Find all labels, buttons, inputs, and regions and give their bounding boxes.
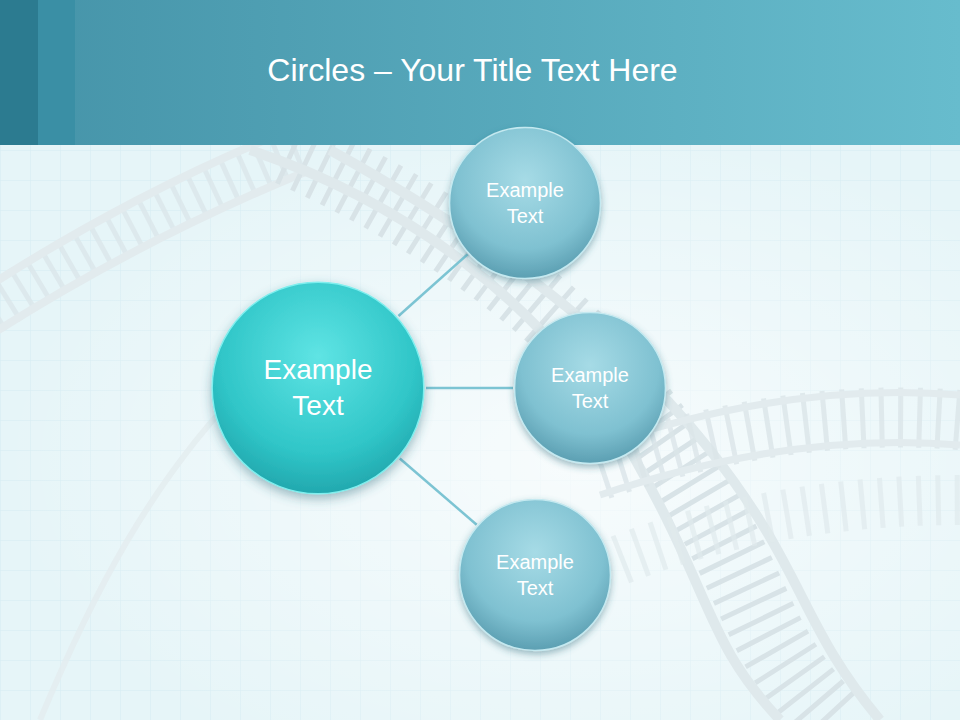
- circle-label: Example Text: [251, 352, 386, 424]
- circle-label: Example Text: [542, 362, 638, 414]
- circle-shape: [448, 126, 602, 280]
- item-circle: Example Text: [513, 311, 667, 465]
- circle-label: Example Text: [487, 549, 583, 601]
- slide-title: Circles – Your Title Text Here: [75, 50, 870, 90]
- circle-label-box: Example Text: [477, 177, 573, 229]
- connector-line: [426, 387, 513, 390]
- circle-label-box: Example Text: [487, 549, 583, 601]
- circle-shape: [210, 280, 426, 496]
- circle-fill: [460, 500, 611, 651]
- item-circle: Example Text: [458, 498, 612, 652]
- title-area: Circles – Your Title Text Here: [75, 50, 870, 90]
- circle-fill: [515, 313, 666, 464]
- main-circle: Example Text: [210, 280, 426, 496]
- header-strip: [0, 0, 38, 145]
- connector-line: [400, 459, 477, 525]
- connector-line: [399, 254, 468, 316]
- circle-label-box: Example Text: [542, 362, 638, 414]
- circle-shape: [513, 311, 667, 465]
- circle-fill: [450, 128, 601, 279]
- header-band: [0, 0, 960, 145]
- circle-fill: [212, 282, 424, 494]
- circle-shape: [458, 498, 612, 652]
- circle-label-box: Example Text: [251, 352, 386, 424]
- item-circle: Example Text: [448, 126, 602, 280]
- circle-label: Example Text: [477, 177, 573, 229]
- header-strip: [38, 0, 75, 145]
